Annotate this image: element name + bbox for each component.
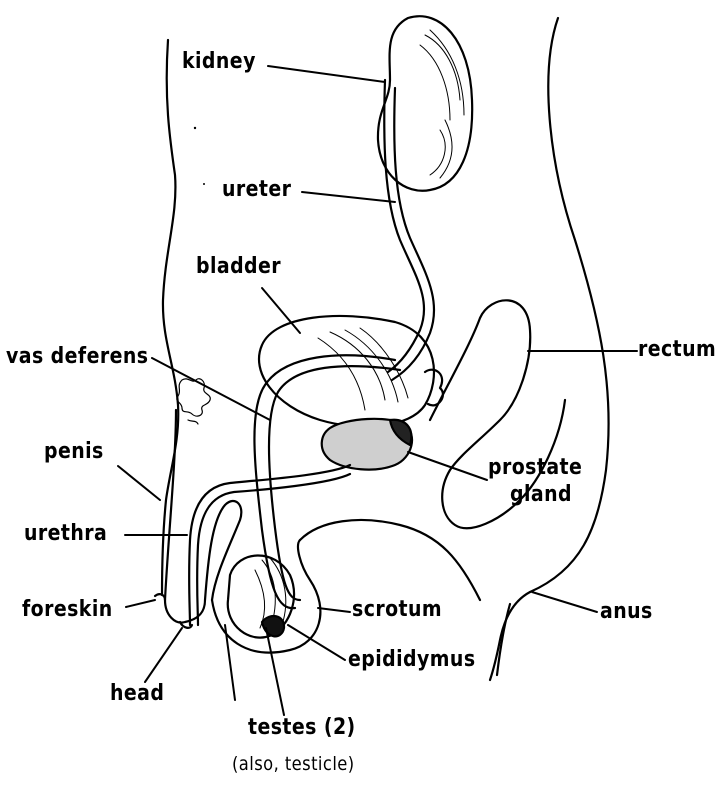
label-anus: anus (600, 600, 653, 624)
stipple-dot (194, 127, 196, 129)
label-foreskin: foreskin (22, 598, 113, 622)
foreskin-mark (155, 594, 165, 600)
label-rectum: rectum (638, 338, 716, 362)
label-bladder: bladder (196, 255, 281, 279)
kidney-shading (420, 30, 464, 178)
leader-kidney (268, 66, 385, 82)
leader-head (145, 628, 182, 682)
leader-scrotum (318, 608, 350, 612)
urethra-tube-inner (197, 474, 350, 625)
label-head: head (110, 682, 164, 706)
label-prostate-line2: gland (510, 483, 572, 507)
ureter-tube (384, 80, 424, 372)
label-vas-deferens: vas deferens (6, 345, 148, 369)
perineum-outline (300, 520, 480, 600)
leader-penis (118, 466, 160, 500)
bladder-shape (259, 316, 434, 427)
leader-ureter (302, 192, 395, 202)
label-ureter: ureter (222, 178, 291, 202)
stipple-dot (203, 183, 205, 185)
label-testes: testes (2) (248, 716, 356, 740)
label-testes-note: (also, testicle) (232, 752, 355, 776)
leader-testes (266, 628, 284, 715)
inner-thigh-outline (497, 604, 510, 675)
label-scrotum: scrotum (352, 598, 442, 622)
leader-thigh (225, 625, 235, 700)
epididymus-shape (262, 616, 284, 636)
vas-deferens-tube-inner (269, 366, 400, 600)
label-urethra: urethra (24, 522, 107, 546)
leader-vas-deferens (152, 358, 270, 420)
label-kidney: kidney (182, 50, 256, 74)
leader-foreskin (126, 600, 155, 607)
label-epididymus: epididymus (348, 648, 476, 672)
leader-anus (532, 592, 597, 612)
kidney-shape (378, 16, 472, 191)
label-prostate-line1: prostate (488, 456, 582, 480)
label-penis: penis (44, 440, 104, 464)
